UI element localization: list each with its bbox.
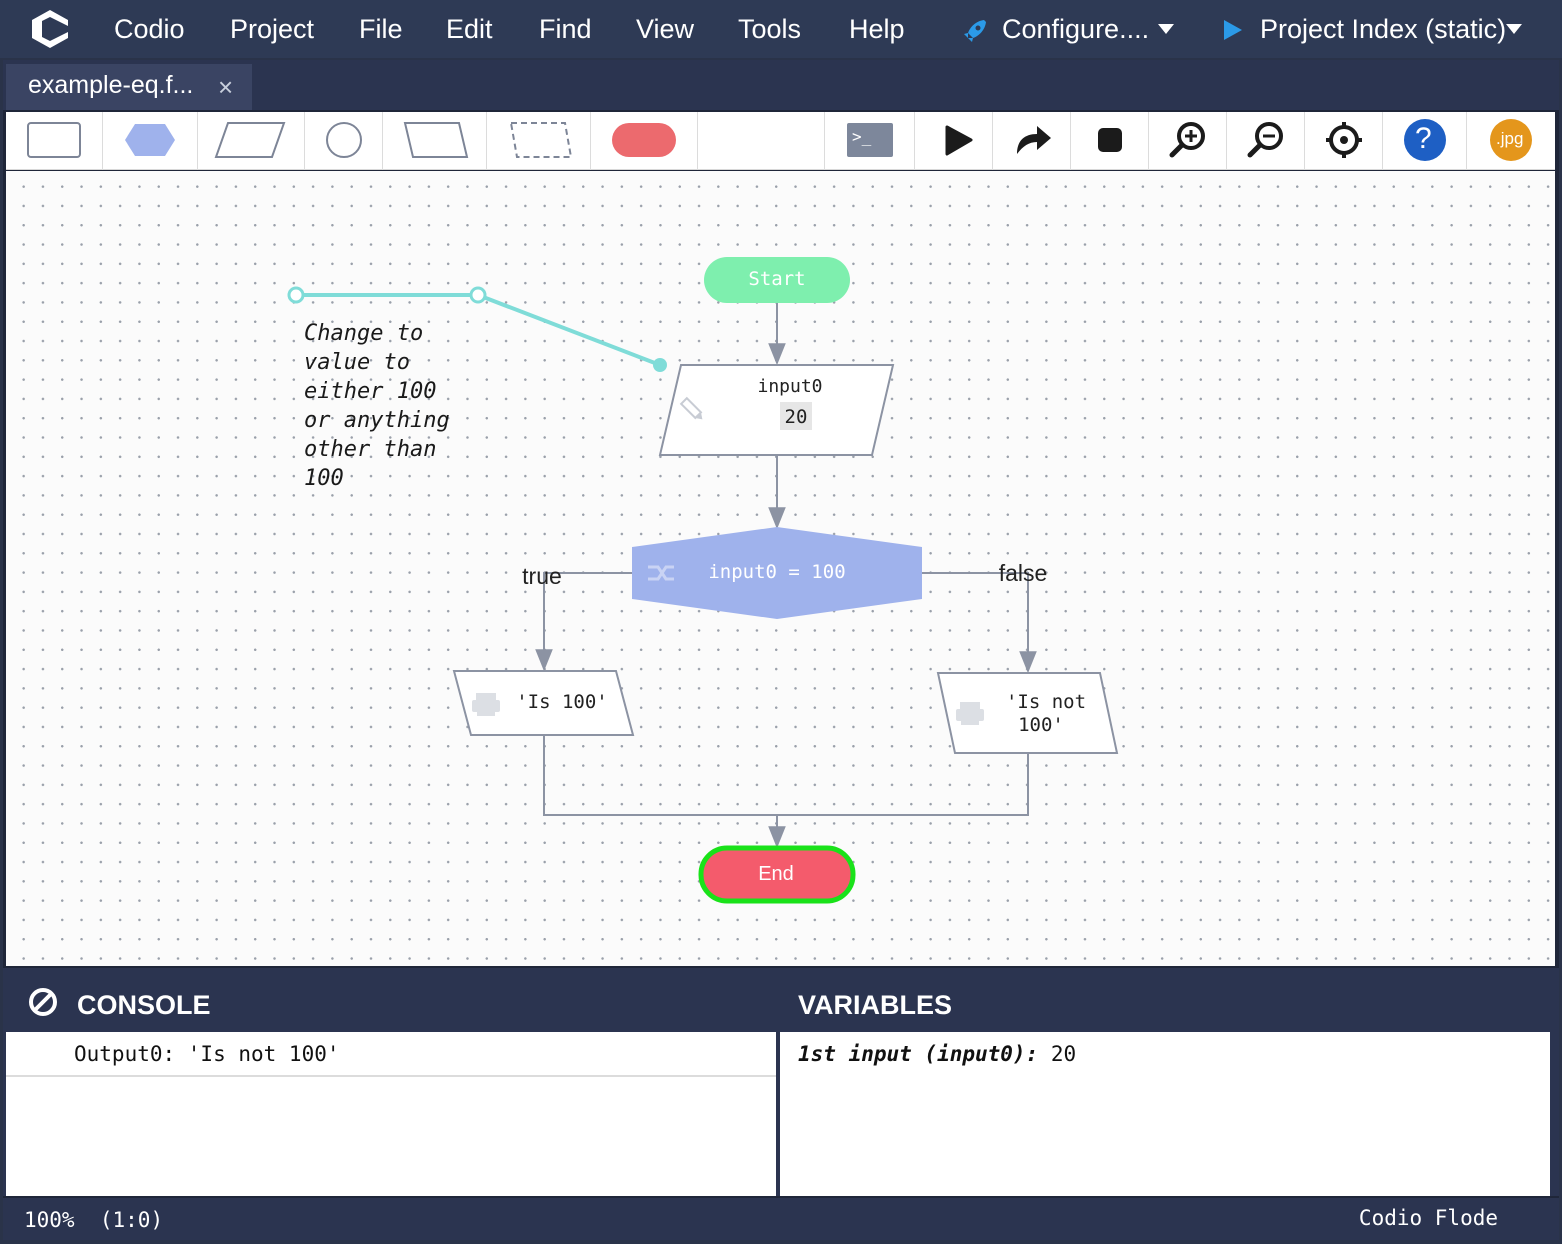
comment-handle xyxy=(287,286,305,304)
menubar: Codio Project File Edit Find View Tools … xyxy=(0,0,1562,58)
end-node[interactable]: End xyxy=(698,845,856,904)
output-shape-button[interactable] xyxy=(383,112,487,170)
run-button[interactable] xyxy=(915,112,993,170)
cursor-position: (1:0) xyxy=(99,1208,164,1232)
variable-row: 1st input (input0): 20 xyxy=(780,1032,1550,1076)
input-value: 20 xyxy=(785,406,808,428)
tab-label: example-eq.f... xyxy=(28,71,194,99)
variables-title: VARIABLES xyxy=(798,990,953,1020)
output-false-label-line1: 'Is not xyxy=(1006,691,1086,713)
zoom-in-button[interactable] xyxy=(1149,112,1227,170)
console-button[interactable]: >_ xyxy=(824,112,915,170)
comment-handle xyxy=(469,286,487,304)
console-title: CONSOLE xyxy=(77,990,211,1020)
tab-close-icon[interactable]: × xyxy=(218,72,234,102)
printer-icon xyxy=(472,693,500,716)
center-button[interactable] xyxy=(1305,112,1383,170)
clear-console-icon[interactable] xyxy=(28,987,58,1017)
run-target-caret-icon[interactable] xyxy=(1506,24,1522,34)
terminal-shape-button[interactable] xyxy=(591,112,698,170)
console-header: CONSOLE xyxy=(6,968,776,1030)
stop-button[interactable] xyxy=(1071,112,1149,170)
configure-menu[interactable]: Configure.... xyxy=(1002,14,1150,44)
variable-value: 20 xyxy=(1050,1042,1077,1066)
menu-view[interactable]: View xyxy=(636,14,695,44)
editor-frame: example-eq.f... × xyxy=(3,60,1559,1240)
variables-header: VARIABLES xyxy=(780,968,1550,1030)
step-button[interactable] xyxy=(993,112,1071,170)
codio-logo-icon[interactable] xyxy=(28,8,72,50)
menu-tools[interactable]: Tools xyxy=(738,14,802,44)
rocket-icon[interactable] xyxy=(962,18,988,44)
pencil-icon xyxy=(679,396,703,420)
configure-caret-icon[interactable] xyxy=(1158,24,1174,34)
menu-file[interactable]: File xyxy=(359,14,403,44)
run-icon xyxy=(945,125,973,156)
input-node[interactable]: input0 20 xyxy=(658,364,895,456)
tab-bar: example-eq.f... × xyxy=(3,60,1559,110)
crosshair-icon xyxy=(1326,122,1362,158)
decision-node[interactable]: input0 = 100 xyxy=(632,527,922,619)
output-node-true[interactable]: 'Is 100' xyxy=(452,670,635,736)
false-branch-label: false xyxy=(999,560,1048,586)
terminal-icon: >_ xyxy=(852,127,872,146)
console-line: Output0: 'Is not 100' xyxy=(6,1032,776,1077)
start-label: Start xyxy=(748,268,805,290)
menu-edit[interactable]: Edit xyxy=(446,14,493,44)
app-name: Codio Flode xyxy=(1358,1206,1498,1230)
console-output[interactable]: Output0: 'Is not 100' xyxy=(6,1032,776,1196)
tab-example-eq[interactable]: example-eq.f... × xyxy=(6,64,252,110)
step-icon xyxy=(1017,126,1051,154)
variables-list: 1st input (input0): 20 xyxy=(780,1032,1550,1196)
output-false-label-line2: 100' xyxy=(1018,714,1064,736)
variable-label: 1st input (input0): xyxy=(798,1042,1039,1066)
help-icon: ? xyxy=(1415,122,1432,155)
menu-codio[interactable]: Codio xyxy=(114,14,185,44)
decision-label: input0 = 100 xyxy=(708,561,845,583)
help-button[interactable]: ? xyxy=(1383,112,1467,170)
flow-connectors xyxy=(535,303,1037,849)
zoom-level: 100% xyxy=(24,1208,75,1232)
comment-text[interactable]: Change to value to either 100 or anythin… xyxy=(304,321,450,491)
status-bar: 100% (1:0) Codio Flode xyxy=(3,1198,1559,1240)
output-true-label: 'Is 100' xyxy=(516,691,608,713)
connector-shape-button[interactable] xyxy=(305,112,383,170)
true-branch-label: true xyxy=(522,563,562,589)
bottom-panels: CONSOLE VARIABLES Output0: 'Is not 100' … xyxy=(3,968,1559,1196)
menu-find[interactable]: Find xyxy=(539,14,592,44)
comment-connector[interactable] xyxy=(287,286,667,372)
decision-shape-button[interactable] xyxy=(103,112,198,170)
zoom-in-icon xyxy=(1169,122,1205,158)
start-node[interactable]: Start xyxy=(704,257,850,303)
menu-help[interactable]: Help xyxy=(849,14,905,44)
input-value-field[interactable] xyxy=(780,402,812,430)
run-target-menu[interactable]: Project Index (static) xyxy=(1260,14,1507,44)
toolbar: >_ ? xyxy=(6,112,1555,170)
flowchart-canvas[interactable]: Start input0 20 input0 = 100 xyxy=(6,171,1555,966)
zoom-out-button[interactable] xyxy=(1227,112,1305,170)
process-shape-button[interactable] xyxy=(6,112,103,170)
comment-anchor xyxy=(653,358,667,372)
export-jpg-button[interactable]: .jpg xyxy=(1467,112,1555,170)
output-node-false[interactable]: 'Is not 100' xyxy=(936,672,1119,754)
shuffle-icon xyxy=(648,565,674,581)
input-shape-button[interactable] xyxy=(198,112,305,170)
input-name: input0 xyxy=(757,376,822,397)
comment-shape-button[interactable] xyxy=(487,112,591,170)
stop-icon xyxy=(1098,128,1122,152)
end-label: End xyxy=(758,863,794,885)
printer-icon xyxy=(956,702,984,725)
menu-project[interactable]: Project xyxy=(230,14,315,44)
zoom-out-icon xyxy=(1247,122,1283,158)
jpg-icon: .jpg xyxy=(1496,129,1524,148)
play-icon[interactable] xyxy=(1224,20,1242,40)
